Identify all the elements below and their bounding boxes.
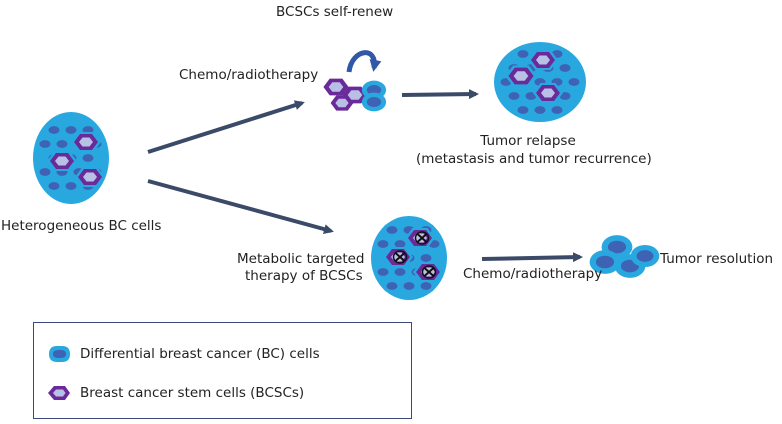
- self-renew-arrow: [346, 50, 382, 73]
- metabolic-label-line1: Metabolic targeted: [237, 251, 365, 267]
- relapse-detail: (metastasis and tumor recurrence): [416, 151, 652, 167]
- bcsc-cell-icon: [48, 386, 70, 400]
- legend-item-bc-cells: Differential breast cancer (BC) cells: [46, 342, 320, 366]
- relapse-title: Tumor relapse: [480, 133, 576, 149]
- arrow-to-resolution: [481, 252, 583, 263]
- metabolic-label-line2: therapy of BCSCs: [245, 268, 363, 284]
- legend-label-bc-cells: Differential breast cancer (BC) cells: [80, 346, 320, 362]
- self-renew-label: BCSCs self-renew: [276, 4, 394, 20]
- arrow-to-relapse: [401, 89, 479, 100]
- heterogeneous-label: Heterogeneous BC cells: [1, 218, 162, 234]
- legend: Differential breast cancer (BC) cells Br…: [33, 322, 412, 419]
- chemo-bottom-label: Chemo/radiotherapy: [463, 266, 603, 282]
- legend-label-bcsc: Breast cancer stem cells (BCSCs): [80, 385, 305, 401]
- chemo-top-label: Chemo/radiotherapy: [179, 67, 319, 83]
- arrow-to-chemo-top: [147, 100, 305, 154]
- bc-cell-icon: [49, 346, 70, 362]
- legend-item-bcsc: Breast cancer stem cells (BCSCs): [46, 381, 304, 405]
- arrow-to-metabolic: [147, 179, 334, 234]
- resolution-label: Tumor resolution: [660, 251, 774, 267]
